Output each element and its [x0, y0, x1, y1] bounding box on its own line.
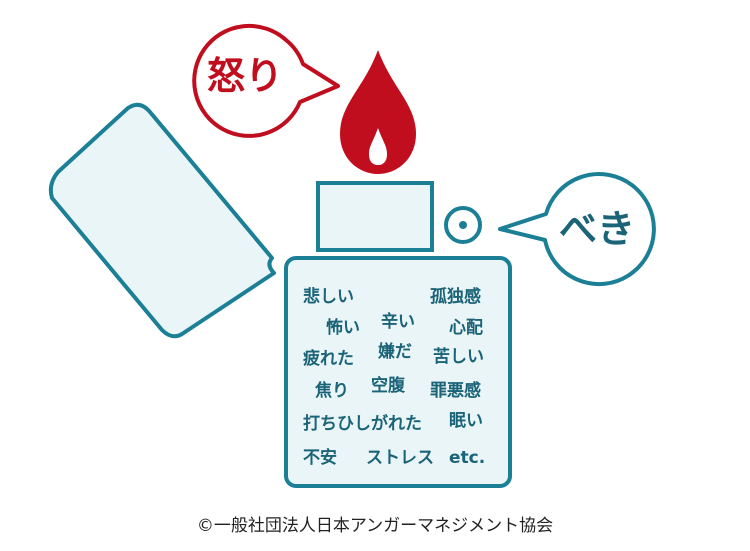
flint-wheel — [444, 206, 482, 244]
emotion-etc: etc. — [449, 448, 485, 468]
lighter-lid — [48, 102, 276, 339]
emotion-list: 悲しい 孤独感 怖い 辛い 心配 疲れた 嫌だ 苦しい 焦り 空腹 罪悪感 打ち… — [303, 286, 485, 468]
emotion-guilt: 罪悪感 — [430, 380, 481, 401]
anger-bubble-shape — [192, 23, 340, 138]
wick-chimney — [316, 181, 434, 252]
flint-wheel-center — [459, 221, 467, 229]
emotion-tired: 疲れた — [303, 348, 354, 369]
should-speech-bubble: べき — [498, 172, 656, 287]
emotion-uneasy: 不安 — [303, 447, 337, 468]
flame-icon — [340, 50, 416, 174]
flame-inner — [369, 128, 387, 165]
emotion-suffering: 苦しい — [433, 346, 484, 367]
anger-label: 怒り — [207, 54, 283, 98]
emotion-hungry: 空腹 — [371, 375, 406, 396]
should-label: べき — [559, 207, 635, 251]
should-bubble-shape — [498, 172, 656, 287]
body-shape — [284, 256, 512, 488]
emotion-impatient: 焦り — [314, 380, 349, 401]
lighter-body — [284, 256, 512, 488]
emotion-crushed: 打ちひしがれた — [303, 413, 422, 434]
anger-speech-bubble: 怒り — [192, 23, 340, 138]
emotion-worry: 心配 — [449, 318, 483, 338]
emotion-scary: 怖い — [326, 317, 360, 338]
emotion-sad: 悲しい — [303, 286, 354, 307]
copyright-credit: ©一般社団法人日本アンガーマネジメント協会 — [197, 516, 553, 536]
emotion-lonely: 孤独感 — [430, 286, 481, 307]
emotion-painful: 辛い — [381, 311, 415, 332]
emotion-stress: ストレス — [366, 448, 434, 468]
lid-shape — [48, 102, 276, 339]
emotion-sleepy: 眠い — [449, 411, 483, 431]
emotion-dislike: 嫌だ — [377, 341, 412, 362]
flame-outer — [340, 50, 416, 174]
